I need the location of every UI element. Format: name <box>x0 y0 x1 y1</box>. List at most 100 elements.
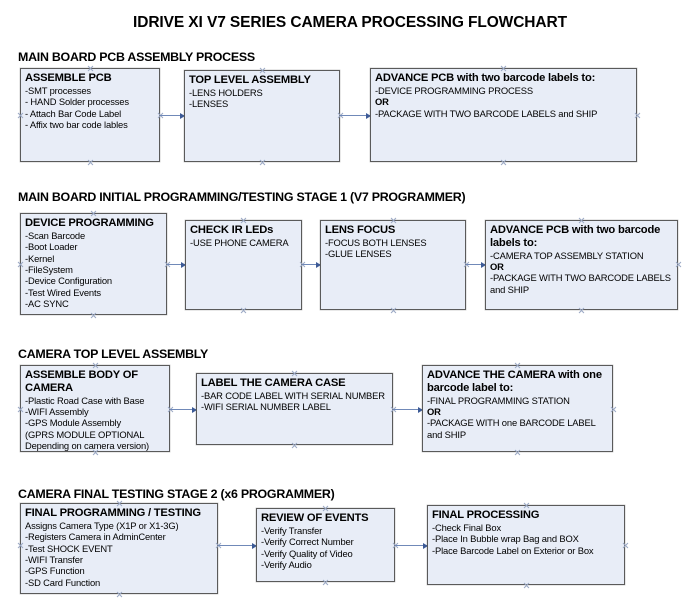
box-line: -DEVICE PROGRAMMING PROCESS <box>375 85 533 97</box>
box-line: -Place In Bubble wrap Bag and BOX <box>432 533 579 545</box>
box-line-list: -Verify Transfer -Verify Correct Number … <box>261 525 390 570</box>
connector-review-to-final-processing <box>395 545 427 547</box>
box-line: -LENSES <box>189 98 229 110</box>
box-line: -GLUE LENSES <box>325 248 392 260</box>
box-line: - Attach Bar Code Label <box>25 107 122 119</box>
box-line: OR <box>375 96 389 108</box>
box-title: ASSEMBLE PCB <box>25 72 112 84</box>
box-title: FINAL PROGRAMMING / TESTING <box>25 507 201 519</box>
box-line-list: -CAMERA TOP ASSEMBLY STATION OR -PACKAGE… <box>490 250 673 295</box>
box-title: ADVANCE THE CAMERA with one barcode labe… <box>427 369 602 394</box>
box-line: -PACKAGE WITH one BARCODE LABEL <box>427 417 596 429</box>
box-line: -PACKAGE WITH TWO BARCODE LABELS and SHI… <box>375 107 598 119</box>
box-title: CHECK IR LEDs <box>190 224 274 236</box>
connector-label-case-to-advance-camera <box>393 409 422 411</box>
box-line: Depending on camera version) <box>25 439 149 451</box>
box-line-list: Assigns Camera Type (X1P or X1-3G) -Regi… <box>25 520 213 588</box>
connector-assemble-pcb-to-top-level <box>160 115 184 117</box>
process-box-device-programming[interactable]: DEVICE PROGRAMMING -Scan Barcode -Boot L… <box>20 213 167 315</box>
box-line-list: -FOCUS BOTH LENSES -GLUE LENSES <box>325 237 461 260</box>
box-title: TOP LEVEL ASSEMBLY <box>189 74 311 86</box>
box-line-list: -USE PHONE CAMERA <box>190 237 297 248</box>
process-box-lens-focus[interactable]: LENS FOCUS -FOCUS BOTH LENSES -GLUE LENS… <box>320 220 466 310</box>
connector-top-level-to-advance-pcb <box>340 115 370 117</box>
process-box-advance-the-camera[interactable]: ADVANCE THE CAMERA with one barcode labe… <box>422 365 613 452</box>
connector-check-ir-to-lens-focus <box>302 264 320 266</box>
process-box-assemble-pcb[interactable]: ASSEMBLE PCB -SMT processes - HAND Solde… <box>20 68 160 162</box>
section-heading-initial-programming-stage-1: MAIN BOARD INITIAL PROGRAMMING/TESTING S… <box>18 190 466 204</box>
box-line: -SMT processes <box>25 85 91 97</box>
box-line: -Verify Transfer <box>261 525 323 537</box>
box-title: LABEL THE CAMERA CASE <box>201 377 346 389</box>
box-line: -FINAL PROGRAMMING STATION <box>427 394 570 406</box>
box-line: -WIFI Assembly <box>25 405 89 417</box>
box-line: -WIFI SERIAL NUMBER LABEL <box>201 401 331 413</box>
process-box-advance-pcb-two-barcode[interactable]: ADVANCE PCB with two barcode labels to: … <box>370 68 637 162</box>
box-line: and SHIP <box>490 283 529 295</box>
process-box-top-level-assembly[interactable]: TOP LEVEL ASSEMBLY -LENS HOLDERS -LENSES <box>184 70 340 162</box>
box-line: -SD Card Function <box>25 576 101 588</box>
box-line-list: -LENS HOLDERS -LENSES <box>189 87 335 110</box>
process-box-final-programming-testing[interactable]: FINAL PROGRAMMING / TESTING Assigns Came… <box>20 503 218 594</box>
box-line-list: -Scan Barcode -Boot Loader -Kernel -File… <box>25 230 162 309</box>
box-line: -Verify Audio <box>261 558 312 570</box>
box-line: OR <box>427 405 441 417</box>
box-line: -Place Barcode Label on Exterior or Box <box>432 544 594 556</box>
box-line-list: -BAR CODE LABEL WITH SERIAL NUMBER -WIFI… <box>201 390 388 413</box>
box-title: REVIEW OF EVENTS <box>261 512 369 524</box>
box-line: -LENS HOLDERS <box>189 87 263 99</box>
box-line: -Verify Quality of Video <box>261 547 353 559</box>
box-line: -GPS Function <box>25 565 85 577</box>
box-line: -FOCUS BOTH LENSES <box>325 237 427 249</box>
page-title: IDRIVE XI V7 SERIES CAMERA PROCESSING FL… <box>133 14 567 31</box>
box-line: -Registers Camera in AdminCenter <box>25 531 166 543</box>
box-line: -Scan Barcode <box>25 230 86 242</box>
box-line-list: -Plastic Road Case with Base -WIFI Assem… <box>25 395 165 451</box>
box-line: -WIFI Transfer <box>25 553 83 565</box>
box-line: Assigns Camera Type (X1P or X1-3G) <box>25 520 179 532</box>
box-line: -BAR CODE LABEL WITH SERIAL NUMBER <box>201 390 385 402</box>
box-title: FINAL PROCESSING <box>432 509 540 521</box>
box-line-list: -FINAL PROGRAMMING STATION OR -PACKAGE W… <box>427 395 608 440</box>
box-line-list: -DEVICE PROGRAMMING PROCESS OR -PACKAGE … <box>375 85 632 119</box>
box-line: -GPS Module Assembly <box>25 417 121 429</box>
box-title: ADVANCE PCB with two barcode labels to: <box>490 224 661 249</box>
box-line: -USE PHONE CAMERA <box>190 237 289 249</box>
box-line: (GPRS MODULE OPTIONAL <box>25 428 145 440</box>
box-line-list: -SMT processes - HAND Solder processes -… <box>25 85 155 130</box>
box-line: -Kernel <box>25 252 55 264</box>
box-line: - HAND Solder processes <box>25 96 129 108</box>
box-line: -CAMERA TOP ASSEMBLY STATION <box>490 249 644 261</box>
box-title: ASSEMBLE BODY OF CAMERA <box>25 369 138 394</box>
box-line: -Verify Correct Number <box>261 536 354 548</box>
box-line: -Test SHOCK EVENT <box>25 542 113 554</box>
process-box-assemble-body-of-camera[interactable]: ASSEMBLE BODY OF CAMERA -Plastic Road Ca… <box>20 365 170 452</box>
box-line: -Device Configuration <box>25 275 112 287</box>
connector-assemble-body-to-label-case <box>170 409 196 411</box>
box-line: -Check Final Box <box>432 522 501 534</box>
box-line-list: -Check Final Box -Place In Bubble wrap B… <box>432 522 620 556</box>
box-line: -Test Wired Events <box>25 286 101 298</box>
connector-lens-focus-to-advance-pcb <box>466 264 485 266</box>
box-title: ADVANCE PCB with two barcode labels to: <box>375 72 596 84</box>
connector-final-programming-to-review <box>218 545 256 547</box>
section-heading-main-board-pcb-assembly: MAIN BOARD PCB ASSEMBLY PROCESS <box>18 50 255 64</box>
process-box-final-processing[interactable]: FINAL PROCESSING -Check Final Box -Place… <box>427 505 625 585</box>
box-title: DEVICE PROGRAMMING <box>25 217 154 229</box>
section-heading-camera-top-level-assembly: CAMERA TOP LEVEL ASSEMBLY <box>18 347 208 361</box>
section-heading-camera-final-testing-stage-2: CAMERA FINAL TESTING STAGE 2 (x6 PROGRAM… <box>18 487 335 501</box>
process-box-check-ir-leds[interactable]: CHECK IR LEDs -USE PHONE CAMERA <box>185 220 302 310</box>
process-box-label-the-camera-case[interactable]: LABEL THE CAMERA CASE -BAR CODE LABEL WI… <box>196 373 393 445</box>
box-line: -Plastic Road Case with Base <box>25 394 145 406</box>
box-line: -Boot Loader <box>25 241 78 253</box>
box-line: OR <box>490 260 504 272</box>
box-line: - Affix two bar code lables <box>25 118 128 130</box>
box-line: and SHIP <box>427 428 466 440</box>
box-title: LENS FOCUS <box>325 224 396 236</box>
process-box-advance-pcb-to-camera-top[interactable]: ADVANCE PCB with two barcode labels to: … <box>485 220 678 310</box>
box-line: -FileSystem <box>25 263 73 275</box>
box-line: -PACKAGE WITH TWO BARCODE LABELS <box>490 272 671 284</box>
box-line: -AC SYNC <box>25 297 69 309</box>
process-box-review-of-events[interactable]: REVIEW OF EVENTS -Verify Transfer -Verif… <box>256 508 395 582</box>
